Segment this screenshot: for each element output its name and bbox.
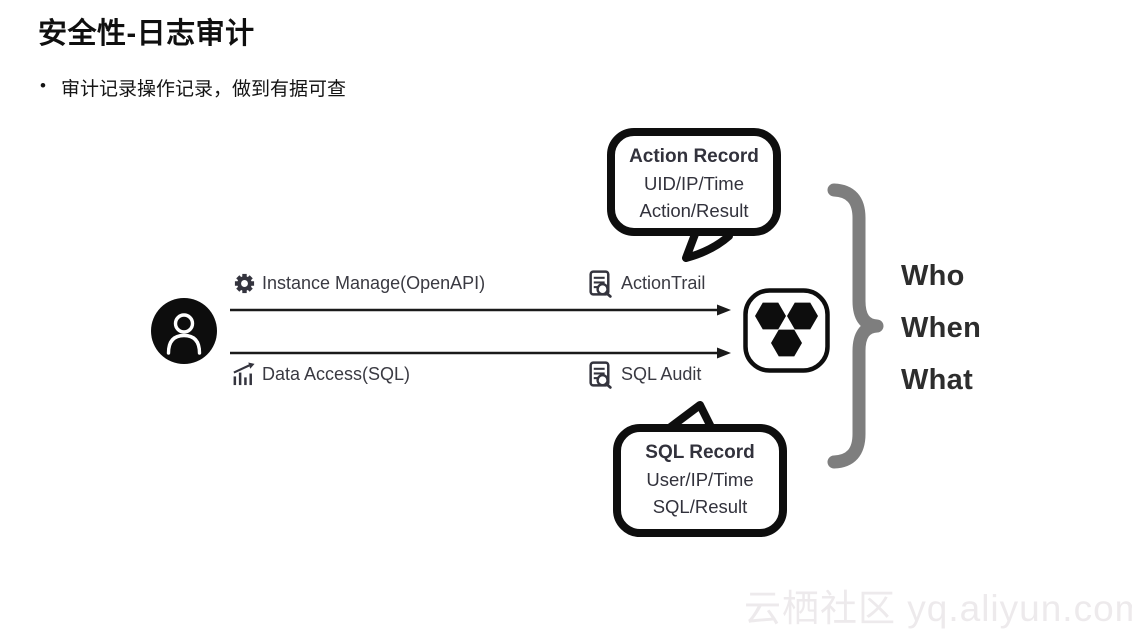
summary-who: Who: [901, 260, 965, 292]
bullet-marker: •: [40, 76, 46, 95]
bubble-line: User/IP/Time: [646, 469, 754, 490]
bubble-title: SQL Record: [645, 442, 755, 463]
service-label-text: SQL Audit: [621, 364, 702, 384]
curly-brace: [827, 183, 884, 469]
action-record-bubble: Action Record UID/IP/Time Action/Result: [607, 128, 781, 236]
flow-arrow-sql: [230, 347, 731, 359]
flow-label-text: Data Access(SQL): [262, 364, 411, 384]
flow-label-text: Instance Manage(OpenAPI): [262, 273, 486, 293]
flow-arrow-openapi: [230, 304, 731, 316]
watermark: 云栖社区 yq.aliyun.com: [744, 588, 1132, 629]
summary-what: What: [901, 364, 974, 396]
bullet-item: • 审计记录操作记录，做到有据可查: [40, 74, 346, 101]
bullet-text: 审计记录操作记录，做到有据可查: [60, 79, 346, 100]
gear-icon: [234, 273, 255, 294]
flow-label-instance-manage: Instance Manage(OpenAPI): [233, 272, 485, 295]
audit-log-icon: [589, 270, 612, 298]
bar-chart-icon: [233, 362, 255, 386]
bubble-line: SQL/Result: [652, 496, 748, 517]
user-icon: [151, 298, 217, 364]
hexagon-cluster-icon: [743, 288, 830, 373]
flow-label-data-access: Data Access(SQL): [231, 362, 410, 387]
audit-log-icon: [589, 361, 612, 389]
summary-labels: Who When What: [901, 250, 981, 406]
page-title: 安全性-日志审计: [38, 18, 255, 50]
sql-record-bubble: SQL Record User/IP/Time SQL/Result: [613, 424, 787, 537]
bubble-line: UID/IP/Time: [643, 173, 745, 194]
bubble-title: Action Record: [629, 146, 759, 167]
service-label-text: ActionTrail: [621, 273, 706, 293]
service-label-actiontrail: ActionTrail: [586, 269, 705, 298]
service-label-sql-audit: SQL Audit: [586, 360, 701, 389]
bubble-line: Action/Result: [639, 200, 749, 221]
summary-when: When: [901, 312, 982, 344]
